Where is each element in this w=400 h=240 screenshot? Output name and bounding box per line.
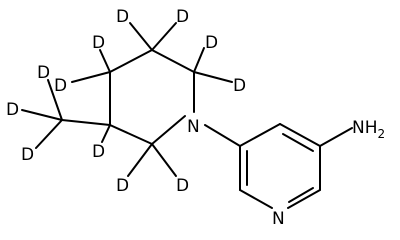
bond	[127, 143, 153, 177]
deuterium-label: D	[37, 63, 50, 83]
bond	[71, 71, 111, 83]
bond	[282, 133, 314, 152]
atom-label-piperidine-n: N	[187, 117, 200, 137]
bond	[151, 143, 177, 177]
bond	[109, 49, 153, 73]
bond	[109, 124, 153, 145]
deuterium-label: D	[6, 100, 19, 120]
atom-labels: N N NH2 D D D D D D D D D D D D	[6, 7, 385, 229]
bond	[279, 123, 321, 147]
bond	[287, 189, 321, 209]
amine-subscript: 2	[378, 127, 386, 141]
bond	[319, 127, 353, 147]
bond	[21, 109, 63, 121]
deuterium-label: D	[116, 176, 129, 196]
bond	[151, 49, 195, 73]
bond	[47, 79, 63, 121]
bond	[101, 124, 111, 143]
bond	[193, 47, 205, 73]
deuterium-label: D	[92, 33, 105, 53]
bond	[204, 124, 241, 147]
deuterium-label: D	[205, 33, 218, 53]
deuterium-label: D	[54, 76, 67, 96]
bond	[239, 189, 273, 209]
deuterium-label: D	[92, 142, 105, 162]
bonds	[21, 22, 353, 209]
bond	[99, 49, 111, 73]
deuterium-label: D	[176, 176, 189, 196]
bond	[288, 187, 314, 203]
atom-label-pyridine-n: N	[272, 209, 285, 229]
deuterium-label: D	[176, 7, 189, 27]
deuterium-label: D	[233, 76, 246, 96]
bond	[193, 71, 233, 83]
amine-label: NH2	[352, 118, 385, 141]
deuterium-label: D	[116, 7, 129, 27]
bond	[129, 22, 153, 51]
bond	[151, 115, 186, 145]
bond	[61, 119, 111, 126]
amine-label-nh: NH	[352, 118, 378, 138]
bond	[35, 119, 63, 149]
bond	[151, 22, 177, 51]
deuterium-label: D	[21, 145, 34, 165]
bond	[239, 123, 281, 147]
